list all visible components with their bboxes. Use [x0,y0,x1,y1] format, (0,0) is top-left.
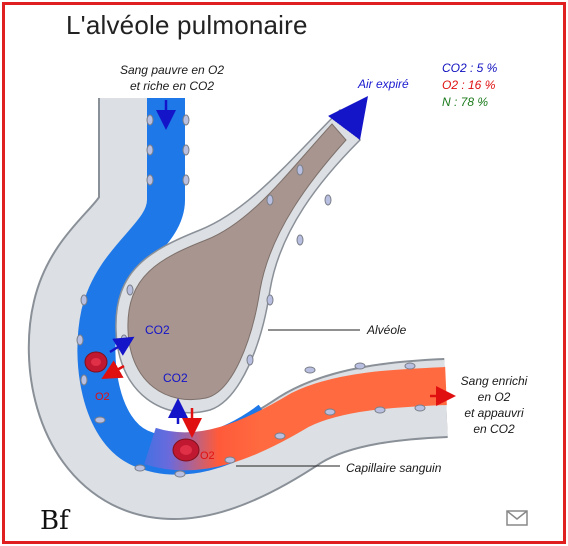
label-o2-b: O2 [200,450,215,462]
label-sang-enrichi-line2: en O2 [477,390,511,404]
label-sang-enrichi: Sang enrichi en O2 et appauvri en CO2 [456,373,532,437]
label-co2-b: CO2 [163,371,188,385]
o2-arrow [101,360,125,379]
page-title: L'alvéole pulmonaire [66,10,308,40]
label-air-expire: Air expiré [358,77,409,91]
gas-n: N : 78 % [442,95,489,109]
label-sang-enrichi-line3: et appauvri [464,406,524,420]
red-blood-cell [84,351,108,373]
label-sang-pauvre-line1: Sang pauvre en O2 [119,63,225,77]
gas-composition: CO2 : 5 % O2 : 16 % N : 78 % [442,60,497,111]
label-sang-enrichi-line4: en CO2 [473,422,515,436]
alveole-lumen [127,123,347,400]
gas-co2: CO2 : 5 % [442,61,498,75]
label-sang-pauvre-line2: et riche en CO2 [129,79,215,93]
label-capillaire: Capillaire sanguin [346,461,442,475]
co2-arrow [109,336,135,356]
air-expire-arrow [328,96,368,140]
red-blood-cell [172,438,200,462]
bf-logo: Bf [40,506,69,536]
label-sang-enrichi-line1: Sang enrichi [460,374,528,388]
label-o2-a: O2 [95,391,110,403]
label-alveole: Alvéole [367,323,407,337]
label-sang-pauvre: Sang pauvre en O2 et riche en CO2 [112,62,232,94]
envelope-icon[interactable] [506,510,528,526]
gas-o2: O2 : 16 % [442,78,496,92]
label-co2-a: CO2 [145,323,170,337]
